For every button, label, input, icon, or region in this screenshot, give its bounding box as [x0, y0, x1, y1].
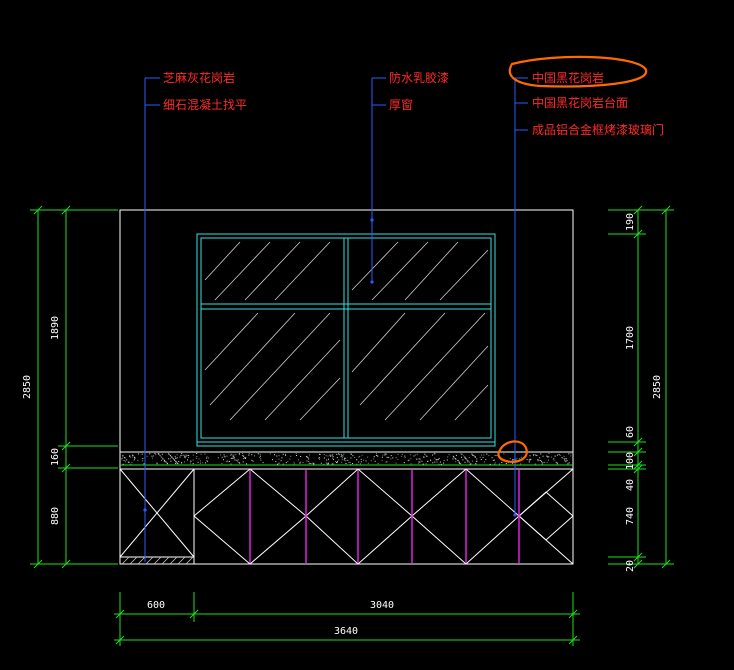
lower-cabinet: [119, 468, 574, 565]
dim-right-1700: 1700: [625, 326, 636, 350]
callout-sesame-granite: 芝麻灰花岗岩: [163, 70, 235, 85]
window: [196, 233, 496, 447]
dim-right-20: 20: [625, 560, 636, 572]
callout-latex-paint: 防水乳胶漆: [389, 70, 449, 85]
dim-bottom-600: 600: [147, 600, 165, 611]
dim-left-lower: 880: [50, 507, 61, 525]
right-dimension-lines: [608, 205, 674, 569]
dim-right-100: 100: [625, 452, 636, 470]
dim-right-190: 190: [625, 213, 636, 231]
dim-bottom-3040: 3040: [370, 600, 394, 611]
bottom-dimension-lines: [114, 592, 580, 646]
dim-right-total: 2850: [652, 375, 663, 399]
left-dimension-lines: [30, 205, 118, 569]
dim-left-total: 2850: [22, 375, 33, 399]
callout-granite-countertop: 中国黑花岗岩台面: [532, 95, 628, 110]
dim-right-60: 60: [625, 426, 636, 438]
leader-lines: [144, 77, 528, 562]
dim-bottom-3640: 3640: [334, 626, 358, 637]
highlight-circle: [497, 440, 528, 463]
dim-left-mid: 160: [50, 448, 61, 466]
callout-window: 厚窗: [389, 98, 413, 112]
highlight-ellipse: [508, 55, 648, 88]
countertop: [119, 451, 574, 470]
dim-left-upper: 1890: [50, 316, 61, 340]
granite-speckle: [121, 453, 572, 465]
callout-concrete-screed: 细石混凝土找平: [163, 97, 247, 112]
callout-black-granite: 中国黑花岗岩: [532, 70, 604, 85]
callout-glass-door: 成品铝合金框烤漆玻璃门: [532, 122, 664, 137]
wall-outline: [119, 209, 574, 565]
dim-right-740: 740: [625, 507, 636, 525]
dim-right-40: 40: [625, 479, 636, 491]
glass-hatch: [204, 241, 489, 421]
